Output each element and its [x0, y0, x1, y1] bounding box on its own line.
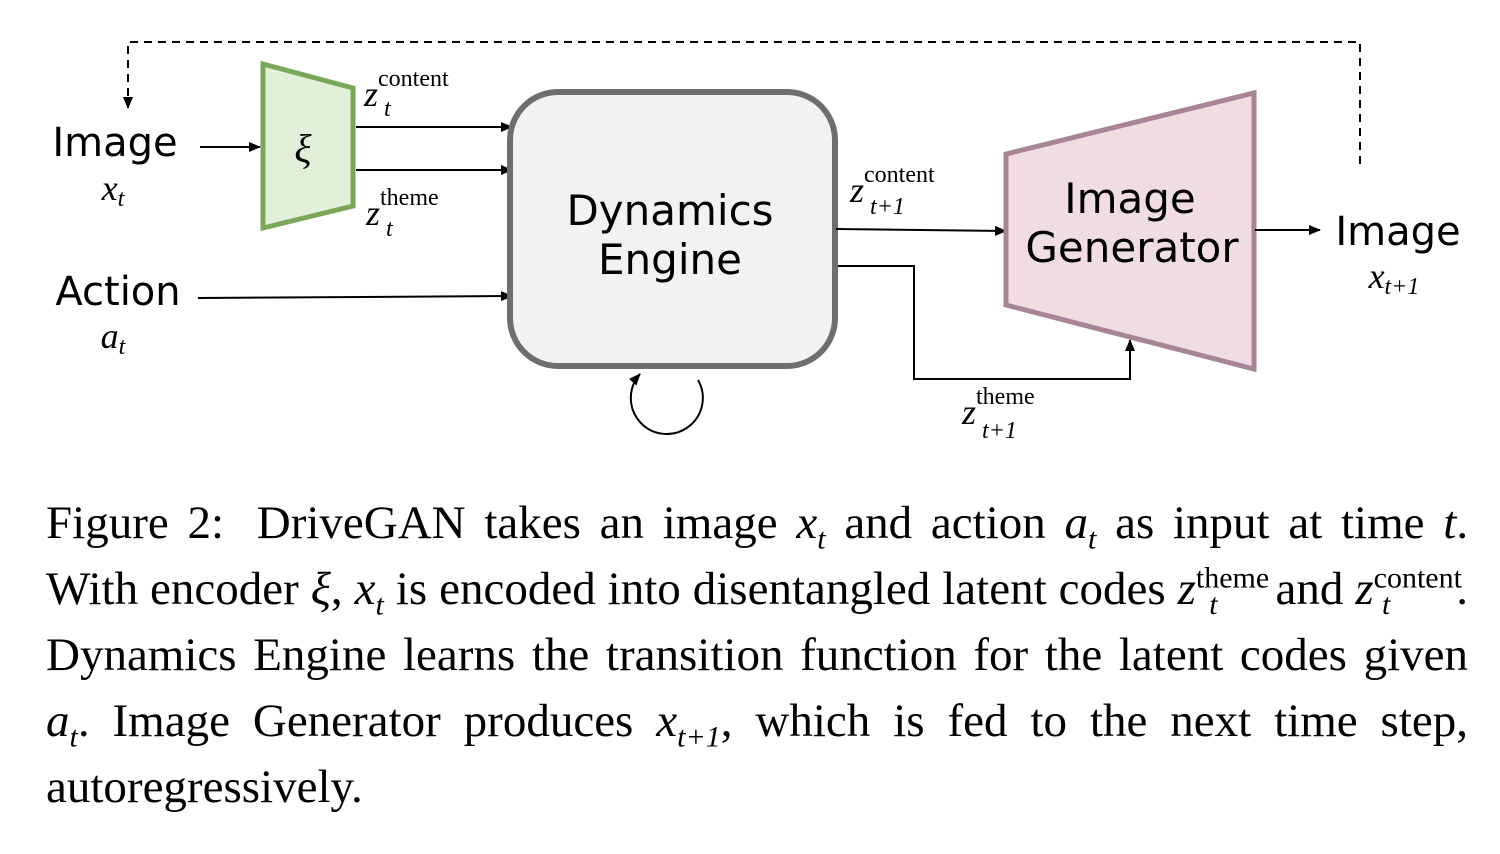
drivegan-diagram: Image xt ξ zcontent t ztheme t Action at… — [52, 41, 1461, 444]
recurrence-loop-arrow — [628, 373, 704, 435]
dynamics-engine-block — [507, 89, 838, 369]
input-action-label: Action at — [55, 269, 180, 360]
z-content-t1-arrow — [835, 225, 1007, 236]
encoder-block — [260, 60, 356, 232]
dynamics-engine-label-line2: Engine — [598, 235, 742, 284]
action-arrow — [197, 291, 513, 302]
svg-text:xt: xt — [101, 168, 126, 212]
svg-text:t+1: t+1 — [870, 194, 905, 220]
svg-text:t: t — [386, 216, 394, 242]
svg-text:Image: Image — [52, 120, 177, 166]
image-generator-block — [1003, 89, 1257, 373]
svg-text:t+1: t+1 — [982, 418, 1017, 444]
z-theme-t1-label: ztheme — [961, 384, 1035, 432]
autoregressive-feedback-arrow — [123, 41, 1361, 164]
svg-text:Action: Action — [55, 269, 180, 315]
z-theme-t-label: ztheme — [365, 185, 439, 233]
svg-text:t: t — [384, 96, 392, 122]
image-generator-label-line2: Generator — [1025, 223, 1239, 272]
figure-caption: Figure 2: DriveGAN takes an image xt and… — [46, 497, 1469, 813]
svg-text:xt+1: xt+1 — [1368, 256, 1420, 300]
z-theme-t1-arrow — [838, 265, 1135, 380]
z-content-t1-label: zcontent — [849, 162, 935, 210]
svg-text:at: at — [101, 316, 127, 360]
input-image-label: Image xt — [52, 120, 177, 212]
z-content-t-label: zcontent — [363, 66, 449, 114]
encoder-symbol: ξ — [294, 126, 312, 171]
svg-text:Image: Image — [1335, 209, 1460, 255]
output-image-label: Image xt+1 — [1335, 209, 1460, 300]
image-generator-label-line1: Image — [1064, 174, 1196, 223]
dynamics-engine-label-line1: Dynamics — [566, 186, 773, 235]
figure-label: Figure 2: — [46, 497, 225, 549]
